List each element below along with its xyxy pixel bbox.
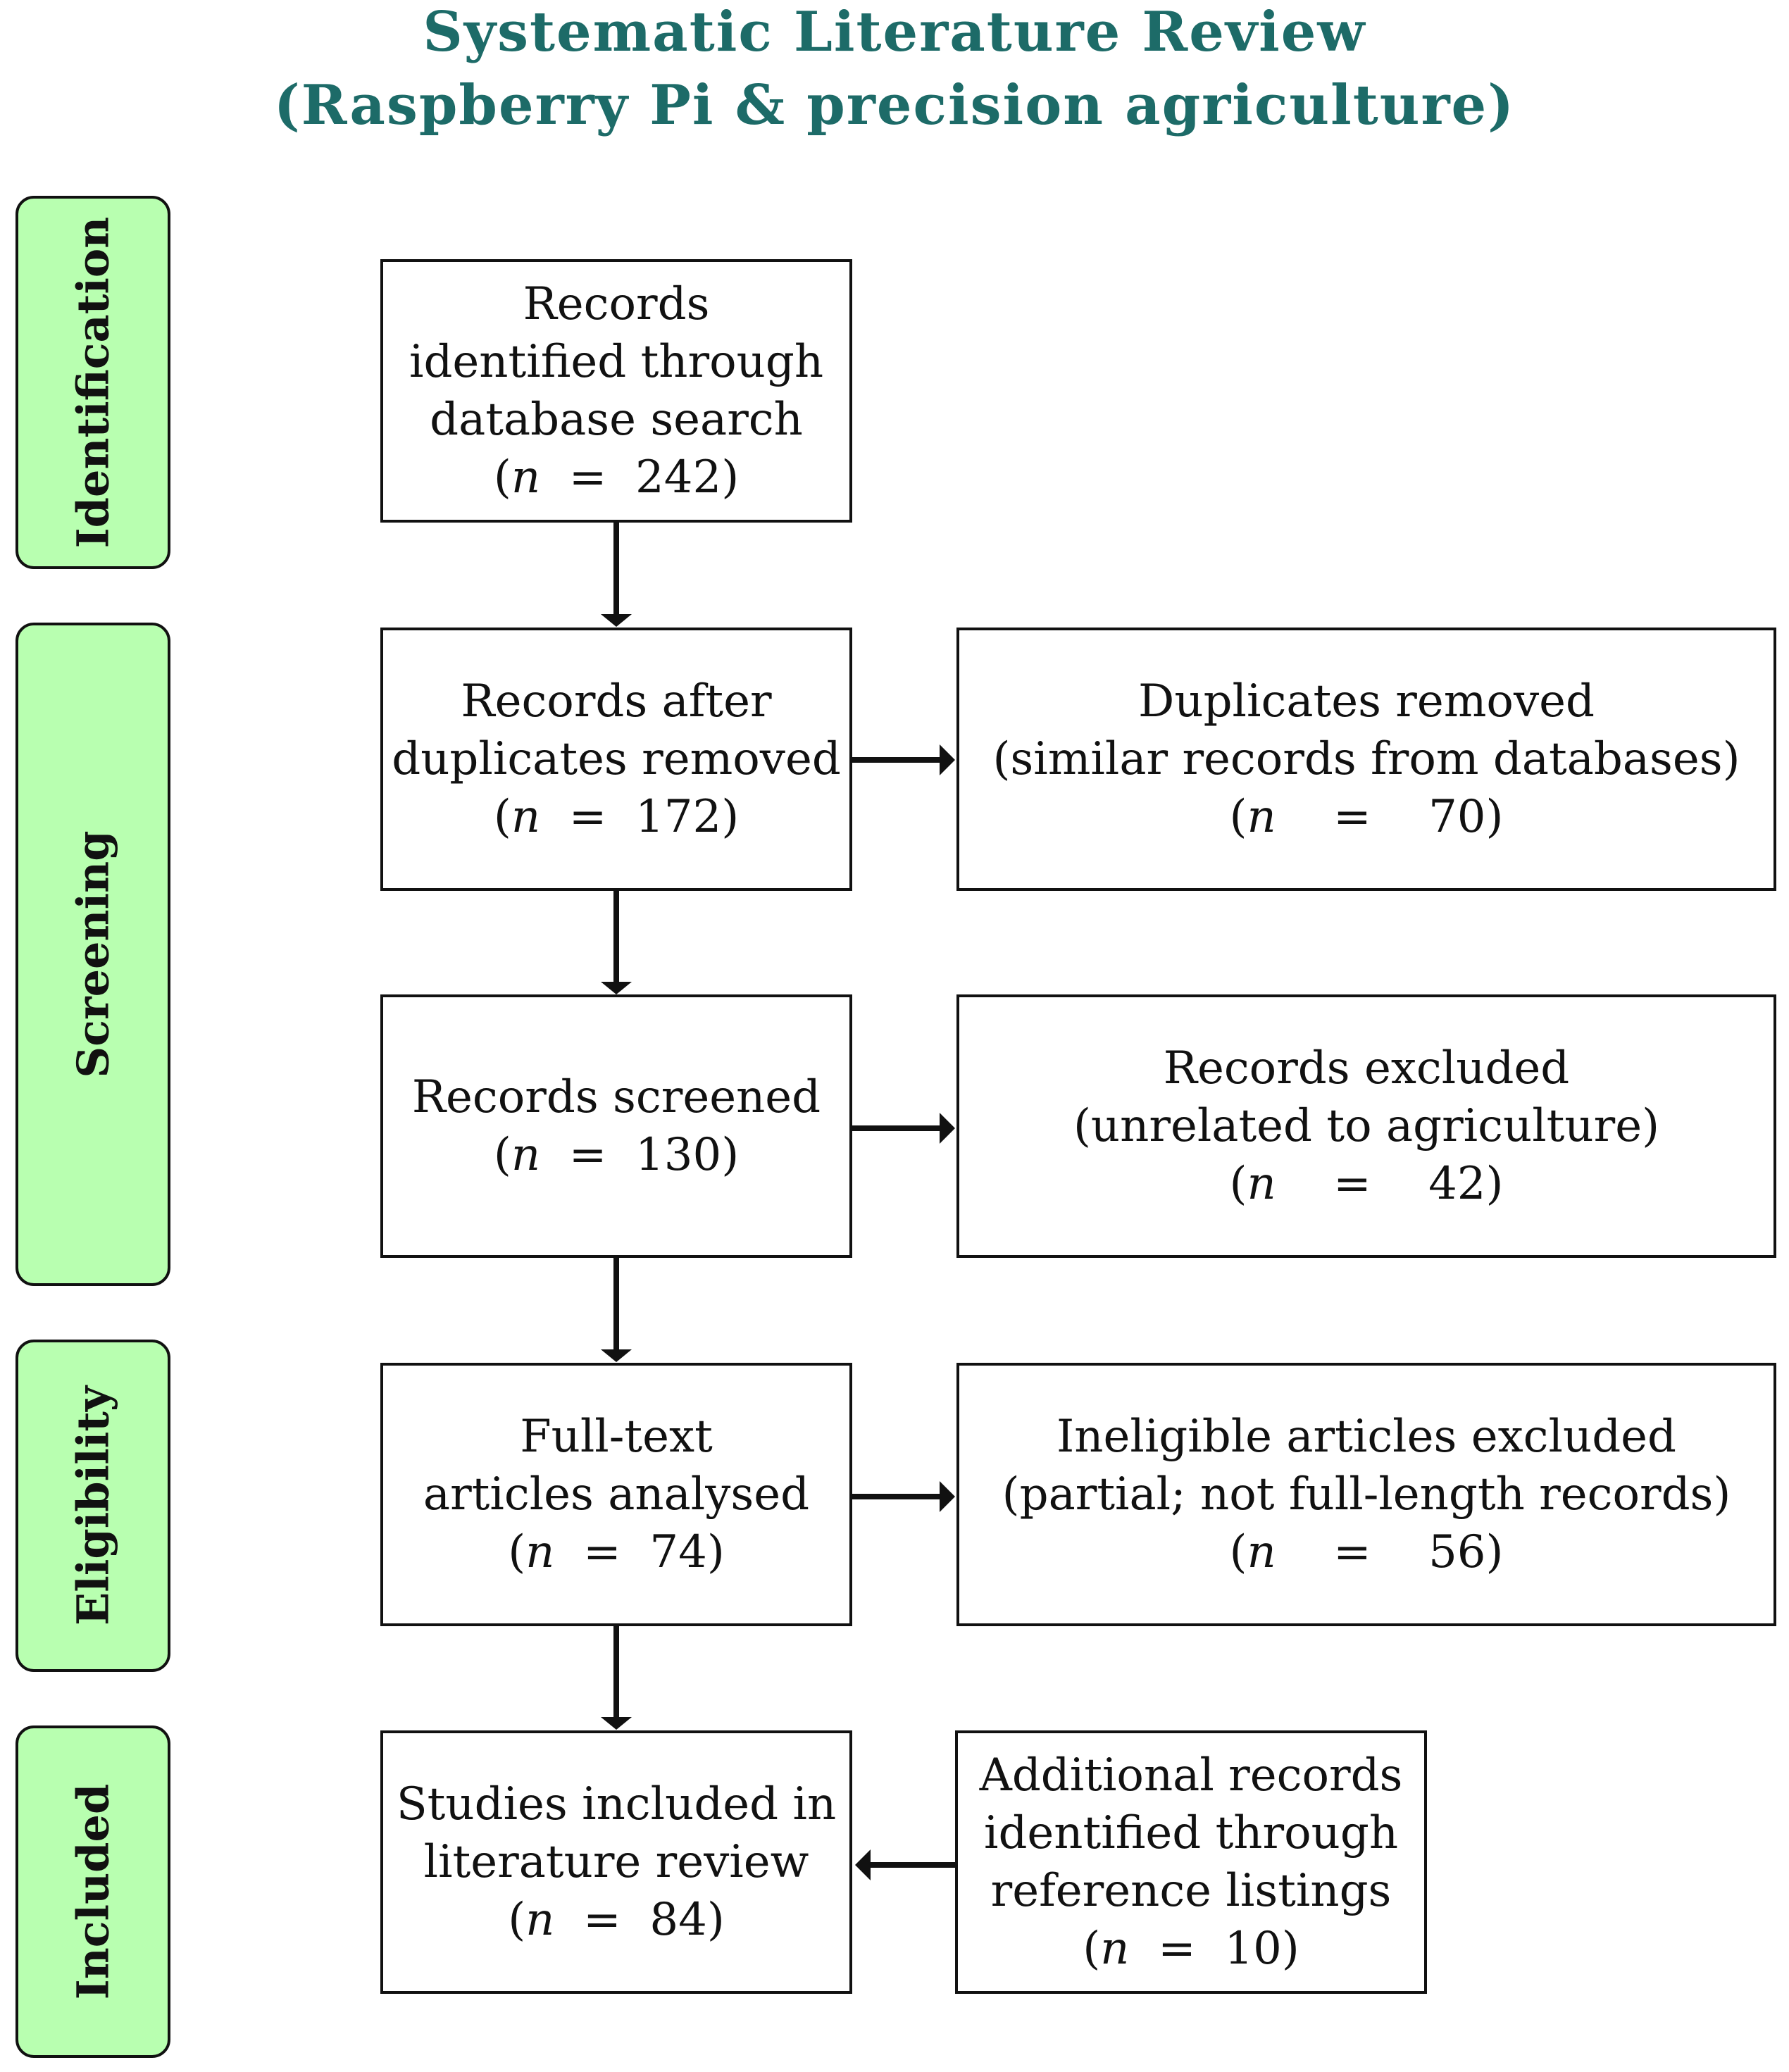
arrowhead-down-4	[601, 1717, 632, 1730]
arrowhead-down-1	[601, 614, 632, 627]
arrowhead-down-3	[601, 1349, 632, 1362]
box-ineligible-articles-line-1: Ineligible articles excluded	[1056, 1411, 1677, 1463]
box-studies-included-count: (n = 84)	[508, 1894, 725, 1946]
box-additional-records: Additional records identified through re…	[955, 1730, 1427, 1994]
box-records-excluded: Records excluded (unrelated to agricultu…	[956, 994, 1776, 1258]
box-full-text-articles-count: (n = 74)	[508, 1526, 725, 1578]
box-duplicates-removed-line-1: Duplicates removed	[1138, 675, 1595, 728]
box-additional-records-line-1: Additional records	[979, 1749, 1403, 1802]
box-records-excluded-line-2: (unrelated to agriculture)	[1073, 1100, 1660, 1152]
box-records-identified-line-3: database search	[430, 394, 803, 446]
arrowhead-left-1	[855, 1849, 871, 1880]
box-duplicates-removed-count: (n = 70)	[1229, 791, 1504, 843]
stage-screening: Screening	[15, 623, 170, 1286]
box-studies-included: Studies included in literature review (n…	[380, 1730, 852, 1994]
box-full-text-articles: Full-text articles analysed (n = 74)	[380, 1363, 852, 1626]
stage-identification: Identification	[15, 196, 170, 569]
box-records-excluded-line-1: Records excluded	[1163, 1042, 1570, 1094]
diagram-title-line-1: Systematic Literature Review	[423, 0, 1366, 64]
box-ineligible-articles: Ineligible articles excluded (partial; n…	[956, 1363, 1776, 1626]
box-duplicates-removed-line-2: (similar records from databases)	[992, 733, 1740, 785]
box-additional-records-count: (n = 10)	[1083, 1923, 1299, 1975]
box-records-excluded-count: (n = 42)	[1229, 1158, 1504, 1210]
diagram-title-line-2: (Raspberry Pi & precision agriculture)	[273, 73, 1516, 137]
stage-eligibility: Eligibility	[15, 1340, 170, 1672]
box-full-text-articles-line-1: Full-text	[520, 1411, 713, 1463]
box-records-identified-line-2: identified through	[409, 336, 824, 388]
box-ineligible-articles-count: (n = 56)	[1229, 1526, 1504, 1578]
box-studies-included-line-1: Studies included in	[396, 1778, 837, 1830]
box-records-after-duplicates-line-2: duplicates removed	[392, 733, 841, 785]
arrowhead-right-2	[940, 1113, 955, 1144]
arrowhead-down-2	[601, 982, 632, 994]
box-additional-records-line-3: reference listings	[990, 1865, 1392, 1917]
box-records-identified-line-1: Records	[523, 278, 710, 330]
arrowhead-right-3	[940, 1481, 955, 1512]
box-records-identified-count: (n = 242)	[493, 451, 740, 504]
box-studies-included-line-2: literature review	[423, 1836, 809, 1888]
box-records-screened-count: (n = 130)	[493, 1129, 740, 1181]
box-additional-records-line-2: identified through	[983, 1807, 1399, 1859]
box-duplicates-removed: Duplicates removed (similar records from…	[956, 628, 1776, 891]
box-records-after-duplicates-line-1: Records after	[461, 675, 772, 728]
box-records-screened: Records screened (n = 130)	[380, 994, 852, 1258]
stage-included: Included	[15, 1725, 170, 2058]
box-full-text-articles-line-2: articles analysed	[423, 1468, 810, 1521]
box-records-identified: Records identified through database sear…	[380, 259, 852, 523]
box-ineligible-articles-line-2: (partial; not full-length records)	[1002, 1468, 1731, 1521]
arrowhead-right-1	[940, 744, 955, 775]
box-records-after-duplicates: Records after duplicates removed (n = 17…	[380, 628, 852, 891]
box-records-screened-line-1: Records screened	[411, 1071, 821, 1123]
box-records-after-duplicates-count: (n = 172)	[493, 791, 740, 843]
